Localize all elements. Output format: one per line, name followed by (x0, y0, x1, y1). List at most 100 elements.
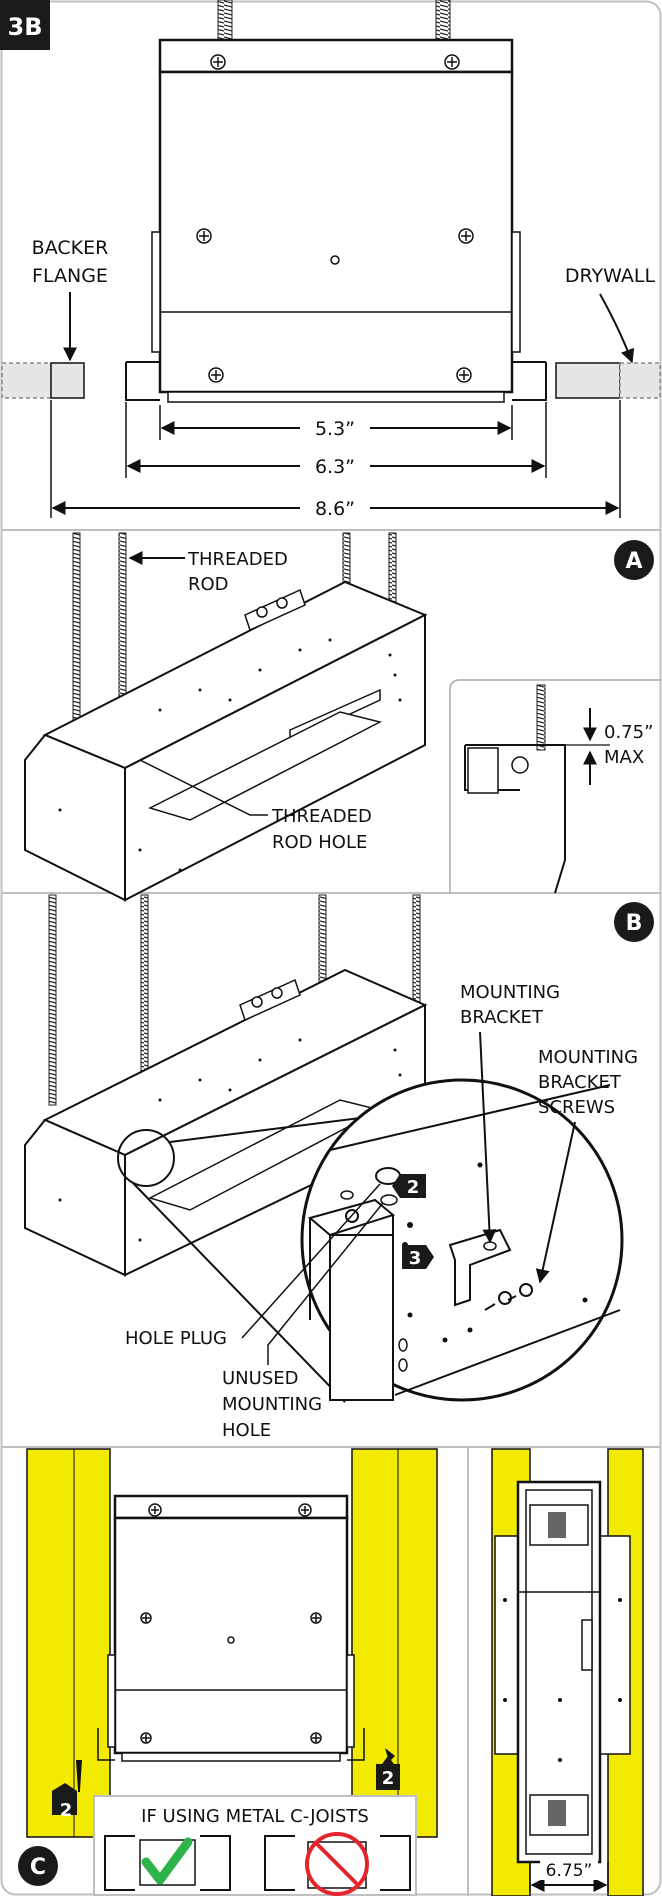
inset-bracket-outline (464, 744, 566, 894)
side-plate-holes (503, 1598, 622, 1762)
side-housing-inner (525, 1489, 593, 1855)
leader-unused-hole (267, 1202, 384, 1365)
c-joist-correct-example (104, 1835, 231, 1891)
dim-5-3-label: 5.3” (315, 418, 355, 440)
c-joist-incorrect-example (264, 1832, 411, 1896)
drywall-right-block (555, 362, 621, 399)
label-threaded-rod-line1: THREADED (187, 549, 288, 570)
panel-b-badge-label: B (626, 911, 643, 936)
fixture-b-end-face (24, 1118, 126, 1277)
center-hole-icon (330, 255, 340, 265)
step-2-left-marker (52, 1783, 77, 1815)
fixture-end-face (24, 733, 126, 902)
dim-8-6-label: 8.6” (315, 498, 355, 520)
side-dim-label: 6.75” (546, 1861, 593, 1881)
step-3-marker (402, 1245, 434, 1269)
fixture-junction-box (244, 588, 306, 632)
housing-c-screws (140, 1503, 322, 1744)
leader-threaded-rod-hole (139, 759, 268, 816)
inset-max-label: MAX (604, 747, 644, 768)
fixture-b-holes (58, 1038, 402, 1242)
housing-side-tab-right (511, 231, 521, 353)
housing-c-tab-left (107, 1654, 116, 1748)
inset-dim-label: 0.75” (604, 722, 653, 743)
mounting-bracket-screws-icon (484, 1283, 533, 1311)
housing-c-tab-right (346, 1654, 355, 1748)
label-flange: FLANGE (32, 265, 108, 287)
side-lower-clip (548, 1800, 566, 1826)
panel-3b: 3B BACKER FLANGE (0, 0, 661, 520)
threaded-rod-1 (72, 532, 81, 732)
label-drywall: DRYWALL (565, 265, 656, 287)
side-upper-clip (548, 1512, 566, 1538)
threaded-rod-b3 (318, 894, 327, 986)
panel-c: 2 2 IF USING METAL C-JOISTS C (18, 1448, 438, 1896)
backer-flange-block (50, 362, 85, 399)
inset-threaded-rod (536, 684, 546, 751)
step-2-marker (392, 1174, 426, 1198)
joist-screw-right (385, 1748, 395, 1762)
flange-right (512, 361, 547, 401)
fixture-holes (58, 638, 402, 872)
step-2-right-label: 2 (382, 1768, 395, 1789)
threaded-rod-right-top (435, 0, 451, 43)
panel-c-badge (18, 1846, 58, 1886)
leader-hole-plug (241, 1183, 381, 1339)
threaded-rod-left-top (217, 0, 233, 43)
inset-frame (449, 679, 661, 893)
step-3-marker-label: 3 (409, 1248, 422, 1269)
flange-c-right (347, 1728, 365, 1761)
magnify-line-bottom (131, 1181, 346, 1403)
drywall-right (619, 362, 661, 399)
label-unused-line1: UNUSED (222, 1368, 298, 1389)
leader-drywall (599, 293, 635, 364)
step-2-right-marker-tip (382, 1756, 394, 1764)
flange-c-left (97, 1728, 115, 1761)
panel-b: B (24, 894, 654, 1441)
inset-clip (467, 747, 499, 794)
housing-c-bottom-rail (121, 1752, 341, 1762)
housing-side-tab-left (151, 231, 161, 353)
flange-left (125, 361, 160, 401)
label-backer: BACKER (32, 237, 109, 259)
label-threaded-rod-hole-line1: THREADED (271, 806, 372, 827)
label-bracket-screws-line3: SCREWS (538, 1097, 615, 1118)
step-2-marker-label: 2 (407, 1177, 420, 1198)
label-mounting-bracket-line2: BRACKET (460, 1007, 544, 1028)
side-junction-box (581, 1619, 593, 1671)
panel-a-badge (614, 540, 654, 580)
panel-a: A THREADED ROD THREADED ROD HOLE (24, 532, 661, 902)
panel-b-badge (614, 902, 654, 942)
panel-3b-badge-label: 3B (8, 13, 43, 41)
magnify-source-circle (117, 1129, 175, 1187)
checkmark-icon (141, 1837, 193, 1885)
label-threaded-rod-line2: ROD (188, 574, 229, 595)
prohibited-slash-icon (314, 1841, 360, 1887)
housing-bottom-rail (167, 391, 505, 403)
fixture-b-junction-box (239, 978, 301, 1022)
drywall-left (1, 362, 52, 399)
step-2-right-marker (376, 1764, 400, 1790)
housing-body (158, 70, 514, 394)
threaded-rod-3 (342, 532, 351, 590)
prohibited-icon (305, 1832, 369, 1896)
side-dim-label-bg (540, 1860, 598, 1880)
label-unused-line2: MOUNTING (222, 1394, 322, 1415)
threaded-rod-b1 (48, 894, 57, 1106)
joist-screw-left (76, 1760, 82, 1792)
label-bracket-screws-line2: BRACKET (538, 1072, 622, 1093)
step-2-left-label: 2 (60, 1800, 73, 1821)
label-hole-plug: HOLE PLUG (125, 1328, 227, 1349)
leader-bracket-screws (535, 1121, 576, 1284)
panel-3b-badge (0, 0, 50, 50)
magnify-detail-contents (307, 1084, 621, 1401)
label-threaded-rod-hole-line2: ROD HOLE (272, 832, 367, 853)
label-mounting-bracket-line1: MOUNTING (460, 982, 560, 1003)
housing-c-body (113, 1516, 349, 1755)
label-bracket-screws-line1: MOUNTING (538, 1047, 638, 1068)
c-joist-note-title: IF USING METAL C-JOISTS (141, 1806, 369, 1827)
dim-6-3-label: 6.3” (315, 456, 355, 478)
dimension-extension-lines (50, 400, 621, 518)
